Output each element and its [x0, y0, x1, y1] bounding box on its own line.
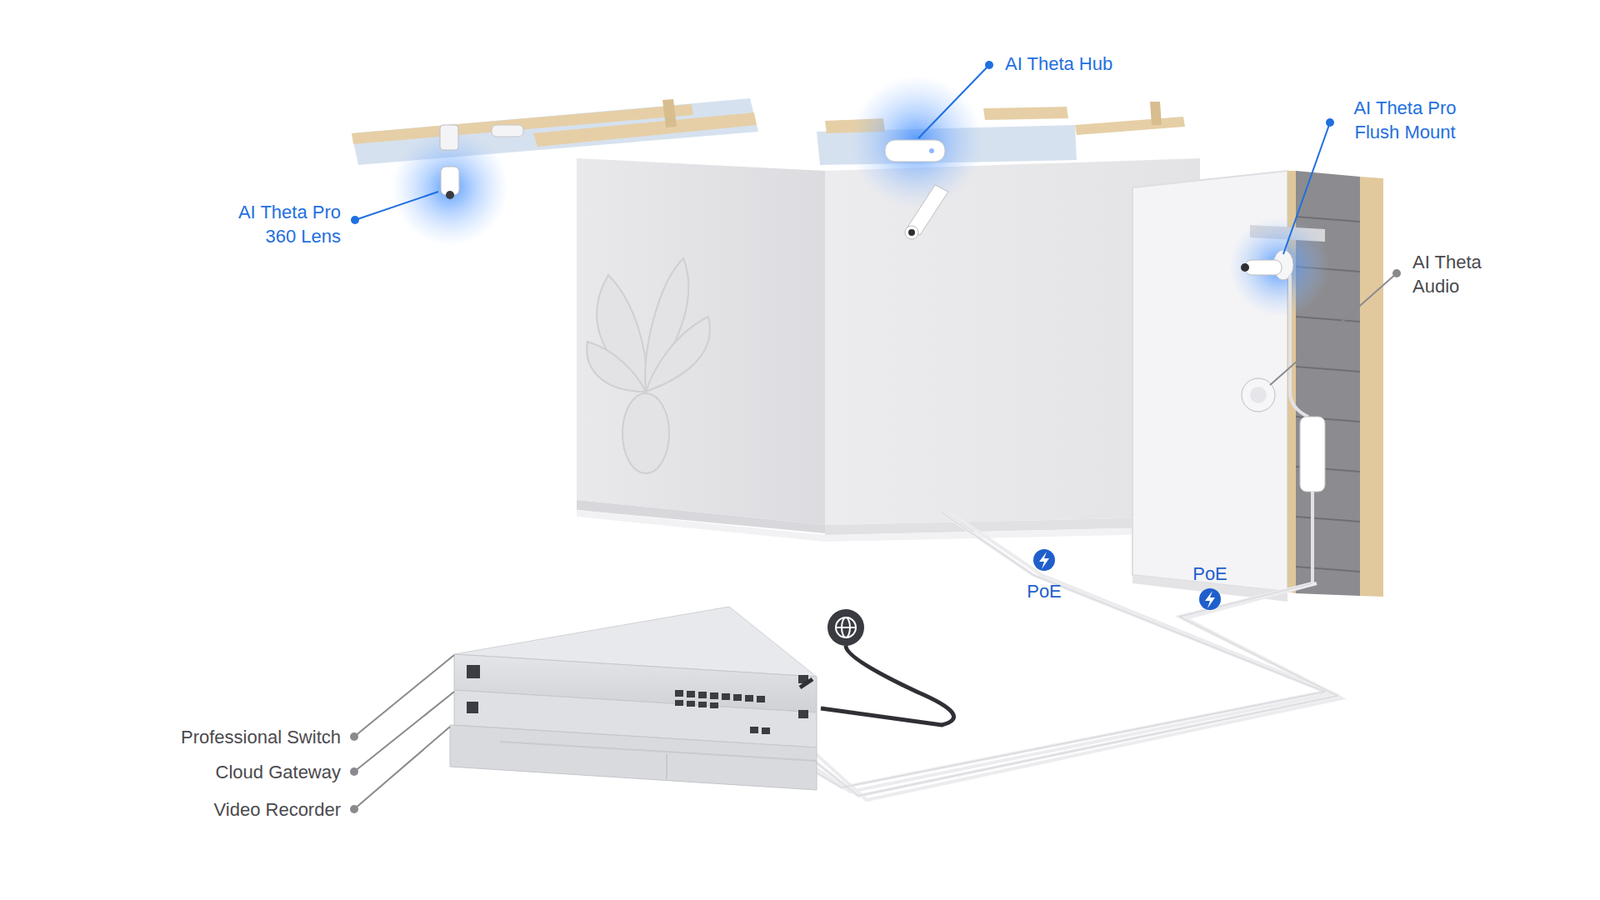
callout-label: Professional Switch	[99, 725, 341, 750]
plant-decoration	[586, 258, 710, 474]
device-glow	[1229, 216, 1330, 317]
device-glow	[850, 75, 984, 209]
callout-label: PoE	[1010, 579, 1078, 604]
camera-360-lens	[440, 125, 524, 200]
callout-label: AI Theta Audio	[1412, 250, 1509, 299]
network-rack	[450, 606, 817, 790]
bullet-camera	[905, 185, 949, 240]
wall-section	[1132, 170, 1384, 602]
callout-label: AI Theta Pro Flush Mount	[1338, 95, 1472, 145]
hub-device	[885, 140, 945, 162]
room-walls	[576, 158, 1200, 542]
poe-cables-outline	[750, 512, 1338, 796]
internet-globe	[800, 609, 955, 725]
callout-label: AI Theta Hub	[1005, 51, 1222, 76]
audio-device	[1241, 378, 1275, 412]
callout-label: Video Recorder	[99, 797, 341, 822]
flush-mount-camera	[1240, 250, 1294, 280]
left-wall	[576, 158, 825, 525]
callout-label: AI Theta Pro 360 Lens	[207, 200, 341, 249]
leader-lines	[350, 60, 1401, 814]
poe-icon	[1199, 588, 1221, 610]
recorder-unit	[450, 725, 817, 790]
power-adapter	[1290, 275, 1325, 584]
callout-label: PoE	[1176, 561, 1244, 586]
poe-cables	[750, 512, 1342, 800]
floor-edge	[576, 510, 1200, 542]
callout-label: Cloud Gateway	[99, 760, 341, 785]
poe-icon	[1033, 549, 1055, 571]
